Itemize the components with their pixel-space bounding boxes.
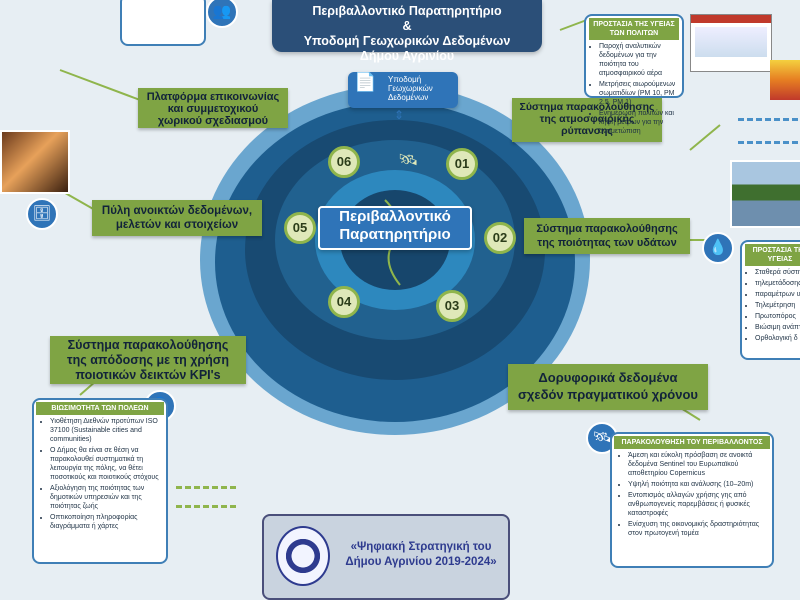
module-05-number: 05 [284,212,316,244]
decorative-dashes-right [738,118,798,144]
hub-disc [200,85,590,435]
module-01-line-2: της ατμοσφαιρικής [539,113,635,125]
water-panel-title: ΠΡΟΣΤΑΣΙΑ ΤΗΣ ΥΓΕΙΑΣ [745,244,800,266]
water-panel-list: Σταθερά σύστημα τηλεμετάδοσης παραμέτρων… [745,268,800,343]
title-line-4: Δήμου Αγρινίου [359,49,455,63]
module-02-line-1: Σύστημα παρακολούθησης [536,223,678,235]
module-01-line-1: Σύστημα παρακολούθησης [519,101,655,113]
module-05-line-2: μελετών και στοιχείων [115,219,239,231]
air-panel-list: Παροχή αναλυτικών δεδομένων για την ποιό… [589,42,679,136]
module-02-line-2: της ποιότητας των υδάτων [537,237,677,249]
module-04-line-1: Σύστημα παρακολούθησης [67,338,229,352]
environment-panel: ΠΑΡΑΚΟΛΟΥΘΗΣΗ ΤΟΥ ΠΕΡΙΒΑΛΛΟΝΤΟΣ Άμεση κα… [610,432,774,568]
air-item: Ενημέρωση πολιτών και λήψη μέτρων για τη… [599,109,679,136]
sdi-line-1: Υποδομή [388,75,422,84]
satellite-icon: 🛰 [398,152,419,169]
people-icon: 👥 [206,0,238,28]
water-item: Ορθολογική δ [755,334,800,343]
livability-item: Αξιολόγηση της ποιότητας των δημοτικών υ… [50,484,160,511]
water-item: Τηλεμέτρηση [755,301,800,310]
module-03-line-2: σχεδόν πραγματικού χρόνου [518,387,698,402]
air-panel-title: ΠΡΟΣΤΑΣΙΑ ΤΗΣ ΥΓΕΙΑΣ ΤΩΝ ΠΟΛΙΤΩΝ [589,18,679,40]
module-01-number: 01 [446,148,478,180]
title-line-2: & [402,19,412,33]
database-icon: 🗄 [26,198,58,230]
livability-panel-title: ΒΙΩΣΙΜΟΤΗΤΑ ΤΩΝ ΠΟΛΕΩΝ [36,402,164,415]
module-03-label: Δορυφορικά δεδομένα σχεδόν πραγματικού χ… [508,364,708,410]
environment-item: Άμεση και εύκολη πρόσβαση σε ανοικτά δεδ… [628,451,766,478]
module-01-label: Σύστημα παρακολούθησης της ατμοσφαιρικής… [512,98,662,142]
sdi-line-2: Γεωχωρικών [388,84,433,93]
module-02-number: 02 [484,222,516,254]
strategy-line-1: «Ψηφιακή Στρατηγική του [350,541,492,553]
left-photo [0,130,70,194]
title-line-1: Περιβαλλοντικό Παρατηρητήριο [312,4,502,18]
module-01-line-3: ρύπανσης [561,125,613,137]
dashboard-screenshot [690,14,772,72]
module-06-line-2: και συμμετοχικού [167,103,259,115]
module-06-line-3: χωρικού σχεδιασμού [157,115,269,127]
center-label-line-2: Παρατηρητήριο [339,226,451,243]
water-item: Σταθερά σύστημα [755,268,800,277]
water-health-panel: ΠΡΟΣΤΑΣΙΑ ΤΗΣ ΥΓΕΙΑΣ Σταθερά σύστημα τηλ… [740,240,800,360]
environment-list: Άμεση και εύκολη πρόσβαση σε ανοικτά δεδ… [618,451,766,538]
dashboard-chart [770,60,800,100]
sdi-badge: 📄 Υποδομή Γεωχωρικών Δεδομένων [348,72,458,108]
document-icon: 📄 [354,72,377,92]
module-03-line-1: Δορυφορικά δεδομένα [538,370,678,385]
module-04-label: Σύστημα παρακολούθησης της απόδοσης με τ… [50,336,246,384]
decorative-dashes-left [176,486,236,508]
module-04-number: 04 [328,286,360,318]
module-04-line-3: ποιοτικών δεικτών KPI's [75,368,221,382]
poster-title: Περιβαλλοντικό Παρατηρητήριο & Υποδομή Γ… [272,0,542,63]
module-06-number: 06 [328,146,360,178]
water-item: Πρωτοπόρος [755,312,800,321]
title-line-3: Υποδομή Γεωχωρικών Δεδομένων [303,34,511,48]
water-item: τηλεμετάδοσης [755,279,800,288]
module-06-label: Πλατφόρμα επικοινωνίας και συμμετοχικού … [138,88,288,128]
environment-item: Υψηλή ποιότητα και ανάλυσης (10–20m) [628,480,766,489]
livability-item: Ο Δήμος θα είναι σε θέση να παρακολουθεί… [50,446,160,482]
air-quality-panel: ΠΡΟΣΤΑΣΙΑ ΤΗΣ ΥΓΕΙΑΣ ΤΩΝ ΠΟΛΙΤΩΝ Παροχή … [584,14,684,135]
water-drop-icon: 💧 [702,232,734,264]
partial-panel-top-left [120,0,206,46]
module-06-line-1: Πλατφόρμα επικοινωνίας [146,91,280,103]
environment-item: Ενίσχυση της οικονομικής δραστηριότητας … [628,520,766,538]
module-02-label: Σύστημα παρακολούθησης της ποιότητας των… [524,218,690,254]
water-item: παραμέτρων υδάτ [755,290,800,299]
right-photo [730,160,800,228]
livability-item: Οπτικοποίηση πληροφορίας διαγράμματα ή χ… [50,513,160,531]
link-arrows-icon: ⇕ [394,108,405,122]
air-item: Παροχή αναλυτικών δεδομένων για την ποιό… [599,42,679,78]
livability-list: Υιοθέτηση Διεθνών προτύπων ISO 37100 (Su… [40,417,160,531]
livability-item: Υιοθέτηση Διεθνών προτύπων ISO 37100 (Su… [50,417,160,444]
livability-panel: ΒΙΩΣΙΜΟΤΗΤΑ ΤΩΝ ΠΟΛΕΩΝ Υιοθέτηση Διεθνών… [32,398,168,564]
module-05-label: Πύλη ανοικτών δεδομένων, μελετών και στο… [92,200,262,236]
environment-panel-title: ΠΑΡΑΚΟΛΟΥΘΗΣΗ ΤΟΥ ΠΕΡΙΒΑΛΛΟΝΤΟΣ [614,436,770,449]
strategy-box: «Ψηφιακή Στρατηγική του Δήμου Αγρινίου 2… [262,514,510,600]
module-04-line-2: της απόδοσης με τη χρήση [67,353,229,367]
water-item: Βιώσιμη ανάπτ [755,323,800,332]
air-item: Μετρήσεις αιωρούμενων σωματιδίων (PM 10,… [599,80,679,107]
module-05-line-1: Πύλη ανοικτών δεδομένων, [101,205,253,217]
module-03-number: 03 [436,290,468,322]
center-label-line-1: Περιβαλλοντικό [339,208,451,225]
environment-item: Εντοπισμός αλλαγών χρήσης γης από ανθρωπ… [628,491,766,518]
municipality-seal [276,526,330,586]
strategy-line-2: Δήμου Αγρινίου 2019-2024» [345,556,497,568]
sdi-line-3: Δεδομένων [388,93,429,102]
center-label: Περιβαλλοντικό Παρατηρητήριο [318,206,472,250]
